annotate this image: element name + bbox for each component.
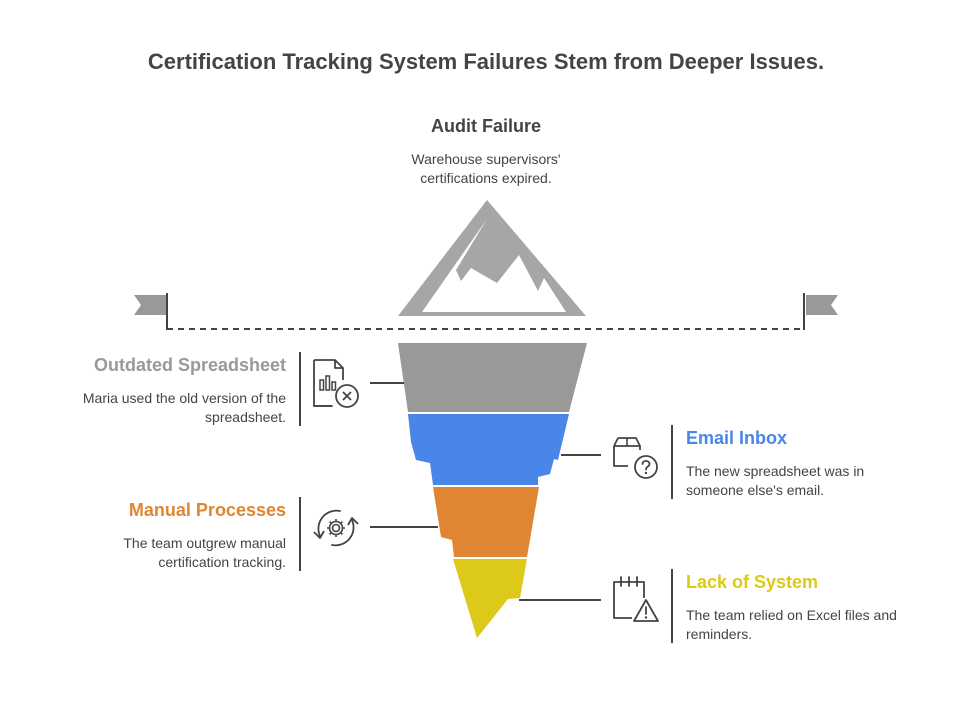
layer-1-desc-line-2: spreadsheet. [205,409,286,425]
layer-4-title: Lack of System [686,572,819,592]
layer-4-desc-line-1: The team relied on Excel files and [686,607,897,623]
layer-3-accent-bar [299,497,301,571]
layer-1-description: Maria used the old version of the spread… [40,389,286,427]
layer-3-description: The team outgrew manual certification tr… [40,534,286,572]
layer-1-desc-line-1: Maria used the old version of the [82,390,286,406]
audit-failure-description: Warehouse supervisors' certifications ex… [336,150,636,188]
layer-3-title: Manual Processes [128,500,286,520]
layer-1-accent-bar [299,352,301,426]
spreadsheet-error-icon [313,359,359,408]
waterline-flag-right [806,295,838,315]
page-title: Certification Tracking System Failures S… [147,49,825,74]
gear-cycle-icon [313,509,359,547]
layer-4-description: The team relied on Excel files and remin… [686,606,946,644]
layer-email-inbox [408,414,569,485]
layer-4-accent-bar [671,569,673,643]
layer-outdated-spreadsheet [398,343,587,412]
layer-2-accent-bar [671,425,673,499]
iceberg-tip [398,200,586,316]
layer-lack-of-system [453,559,527,638]
audit-failure-title: Audit Failure [430,116,541,136]
layer-manual-processes [433,487,539,557]
layer-2-desc-line-2: someone else's email. [686,482,825,498]
calendar-warning-icon [613,576,659,622]
audit-failure-desc-line-2: certifications expired. [420,170,552,186]
audit-failure-desc-line-1: Warehouse supervisors' [411,151,561,167]
waterline-flag-left [134,295,166,315]
mailbox-question-icon [613,437,658,479]
layer-4-desc-line-2: reminders. [686,626,753,642]
layer-2-desc-line-1: The new spreadsheet was in [686,463,865,479]
layer-1-title: Outdated Spreadsheet [93,355,286,375]
layer-2-title: Email Inbox [686,428,788,448]
layer-2-description: The new spreadsheet was in someone else'… [686,462,946,500]
layer-3-desc-line-2: certification tracking. [158,554,286,570]
layer-3-desc-line-1: The team outgrew manual [123,535,286,551]
